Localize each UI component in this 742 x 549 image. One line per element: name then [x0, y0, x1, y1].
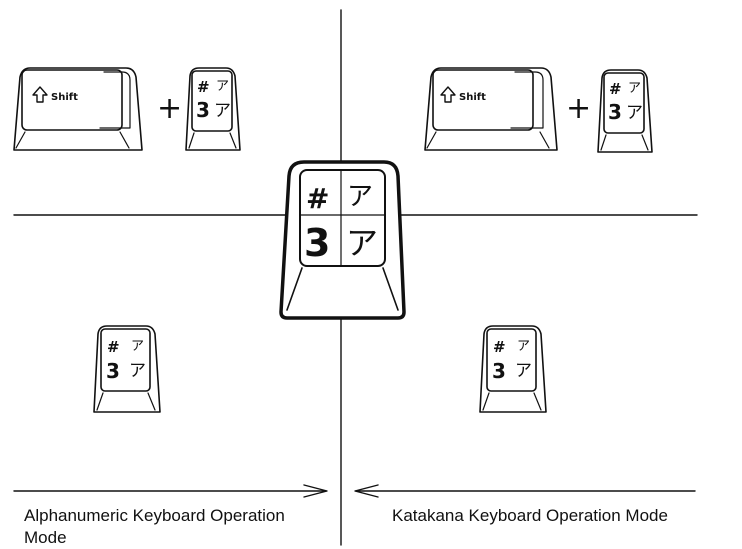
- shift-key-left: Shift: [13, 67, 143, 151]
- key-symbol-hash: #: [107, 338, 120, 356]
- three-a-key-bottom-right: # ア 3 ア: [479, 325, 547, 413]
- shift-key-label: Shift: [459, 92, 486, 103]
- key-digit-three: 3: [304, 221, 330, 265]
- three-a-key-top-right: # ア 3 ア: [597, 69, 653, 153]
- katakana-mode-label: Katakana Keyboard Operation Mode: [392, 506, 668, 525]
- key-symbol-hash: #: [493, 338, 506, 356]
- key-kana-top: ア: [347, 182, 373, 212]
- up-arrow-outline-icon: [32, 86, 48, 103]
- arrow-right-icon: [13, 484, 328, 498]
- key-kana-bottom: ア: [129, 361, 146, 381]
- key-kana-top: ア: [628, 81, 641, 96]
- key-symbol-hash: #: [306, 182, 329, 215]
- arrow-left-icon: [354, 484, 696, 498]
- key-kana-bottom: ア: [515, 361, 532, 381]
- plus-sign-right: +: [566, 91, 591, 126]
- key-symbol-hash: #: [197, 78, 210, 96]
- alphanumeric-mode-label: Alphanumeric Keyboard Operation Mode: [24, 506, 285, 547]
- three-a-key-bottom-left: # ア 3 ア: [93, 325, 161, 413]
- key-digit-three: 3: [106, 359, 120, 383]
- key-kana-top: ア: [216, 79, 229, 94]
- key-symbol-hash: #: [609, 80, 622, 98]
- three-a-key-center: # ア 3 ア: [279, 160, 406, 320]
- key-kana-bottom: ア: [346, 224, 378, 262]
- key-kana-bottom: ア: [626, 103, 643, 123]
- key-digit-three: 3: [492, 359, 506, 383]
- shift-key-right: Shift: [424, 67, 558, 151]
- key-kana-top: ア: [131, 339, 144, 354]
- up-arrow-outline-icon: [440, 86, 456, 103]
- plus-sign-left: +: [157, 91, 182, 126]
- key-digit-three: 3: [196, 98, 210, 122]
- key-kana-top: ア: [517, 339, 530, 354]
- key-digit-three: 3: [608, 100, 622, 124]
- three-a-key-top-left: # ア 3 ア: [185, 67, 241, 151]
- key-kana-bottom: ア: [214, 101, 231, 121]
- shift-key-label: Shift: [51, 92, 78, 103]
